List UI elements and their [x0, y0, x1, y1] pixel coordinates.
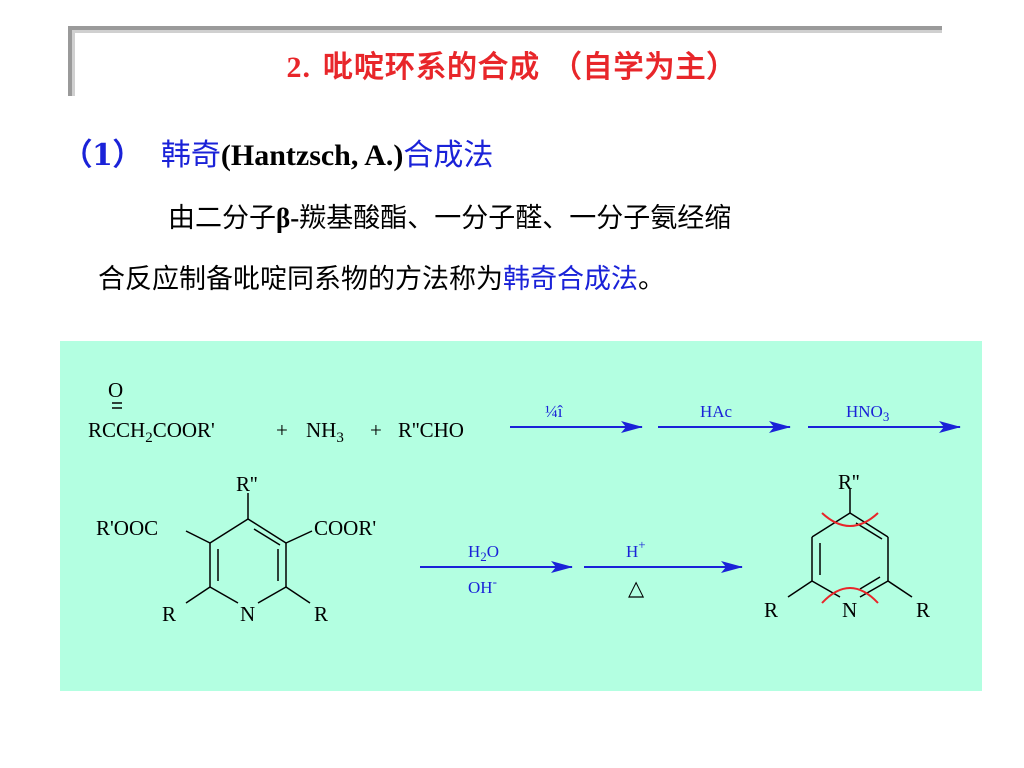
- reagent1-tail: COOR': [153, 418, 215, 442]
- section-heading: （1） 韩奇(Hantzsch, A.)合成法: [62, 136, 493, 176]
- arrow-3-main: HNO: [846, 402, 883, 421]
- title-text: 吡啶环系的合成 （自学为主）: [323, 50, 738, 85]
- aldehyde: R''CHO: [398, 418, 464, 442]
- reagent1: RCCH2COOR': [88, 418, 215, 446]
- arrow-4-top-tail: O: [487, 542, 499, 561]
- section-method: 合成法: [403, 138, 494, 173]
- beta-symbol: β-: [276, 203, 300, 233]
- pyridine-1-bottom-right: R: [314, 602, 328, 626]
- pyridine-1-top: R'': [236, 472, 258, 496]
- arrow-4-top: H2O: [468, 542, 499, 564]
- arrow-5-top-main: H: [626, 542, 638, 561]
- description-line-1: 由二分子β-羰基酸酯、一分子醛、一分子氨经缩: [168, 200, 731, 237]
- section-index: （1）: [62, 138, 143, 173]
- disconnection-arc-bottom: [821, 587, 879, 604]
- description-line-2: 合反应制备吡啶同系物的方法称为韩奇合成法。: [98, 262, 665, 298]
- pyridine-2: [787, 489, 913, 604]
- disconnection-arc-top: [821, 512, 879, 527]
- pyridine-1-right-substituent: COOR': [314, 516, 376, 540]
- ammonia: NH3: [306, 418, 344, 446]
- pyridine-2-nitrogen: N: [842, 598, 857, 622]
- title-frame: [68, 26, 942, 96]
- arrow-3-label: HNO3: [846, 402, 889, 424]
- arrow-3-sub: 3: [883, 409, 890, 424]
- arrow-1-label: ¼î: [545, 402, 564, 421]
- reagent1-sub: 2: [145, 430, 153, 446]
- arrow-4-bottom-main: OH: [468, 578, 493, 597]
- line2-end: 。: [638, 264, 665, 295]
- line1-suffix: 羰基酸酯、一分子醛、一分子氨经缩: [299, 203, 732, 234]
- line2-prefix: 合反应制备吡啶同系物的方法称为: [98, 264, 503, 295]
- title-number: 2.: [286, 51, 312, 84]
- pyridine-1: [185, 493, 313, 604]
- pyridine-2-top: R'': [838, 470, 860, 494]
- nh3-sub: 3: [336, 430, 344, 446]
- plus-2: +: [370, 418, 382, 442]
- arrow-5-top-sup: +: [638, 537, 645, 552]
- page-title: 2. 吡啶环系的合成 （自学为主）: [0, 48, 1024, 88]
- section-name-cn: 韩奇: [160, 138, 221, 173]
- arrow-5-bottom: △: [628, 576, 645, 600]
- section-name-en: (Hantzsch, A.): [220, 139, 404, 172]
- arrow-4-top-sub: 2: [480, 549, 487, 564]
- pyridine-2-bottom-left: R: [764, 598, 778, 622]
- line2-highlight: 韩奇合成法: [503, 264, 638, 295]
- reagent1-main: RCCH: [88, 418, 145, 442]
- line1-prefix: 由二分子: [168, 203, 276, 234]
- reaction-scheme: O RCCH2COOR' + NH3 + R''CHO ¼î HAc HNO3: [88, 378, 961, 626]
- reaction-panel: O RCCH2COOR' + NH3 + R''CHO ¼î HAc HNO3: [60, 341, 982, 691]
- arrow-4-top-main: H: [468, 542, 480, 561]
- arrow-4-bottom: OH-: [468, 574, 497, 597]
- arrow-5-top: H+: [626, 537, 646, 561]
- plus-1: +: [276, 418, 288, 442]
- nh3-main: NH: [306, 418, 336, 442]
- pyridine-2-bottom-right: R: [916, 598, 930, 622]
- arrow-2-label: HAc: [700, 402, 733, 421]
- reagent1-oxygen: O: [108, 378, 123, 402]
- pyridine-1-nitrogen: N: [240, 602, 255, 626]
- arrow-4-bottom-sup: -: [493, 574, 497, 589]
- pyridine-1-left-substituent: R'OOC: [96, 516, 158, 540]
- pyridine-1-bottom-left: R: [162, 602, 176, 626]
